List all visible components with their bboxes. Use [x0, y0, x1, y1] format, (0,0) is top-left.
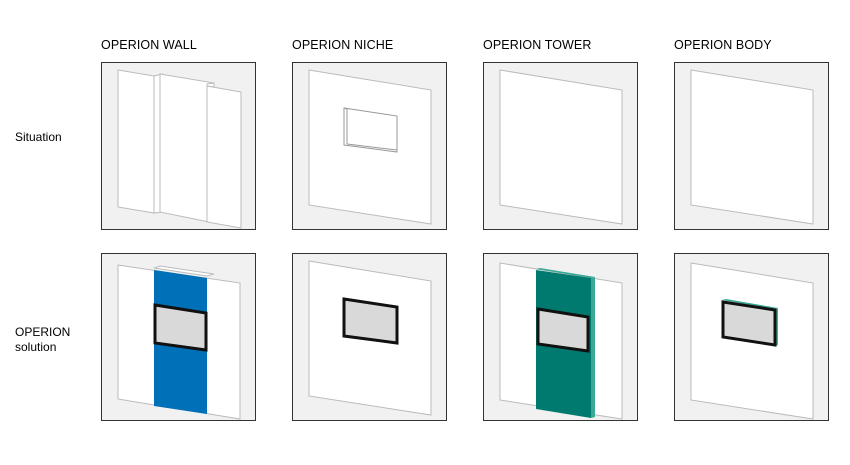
situation-wall-panel: [101, 62, 256, 230]
column-title-body: OPERION BODY: [674, 38, 772, 52]
situation-tower-panel: [483, 62, 638, 230]
solution-body-panel: [674, 253, 829, 421]
solution-niche-panel: [292, 253, 447, 421]
row-label-situation: Situation: [15, 130, 62, 144]
column-title-wall: OPERION WALL: [101, 38, 197, 52]
column-title-niche: OPERION NICHE: [292, 38, 394, 52]
solution-wall-panel: [101, 253, 256, 421]
row-label-solution: OPERION solution: [15, 325, 71, 354]
column-title-tower: OPERION TOWER: [483, 38, 592, 52]
situation-niche-panel: [292, 62, 447, 230]
situation-body-panel: [674, 62, 829, 230]
solution-tower-panel: [483, 253, 638, 421]
